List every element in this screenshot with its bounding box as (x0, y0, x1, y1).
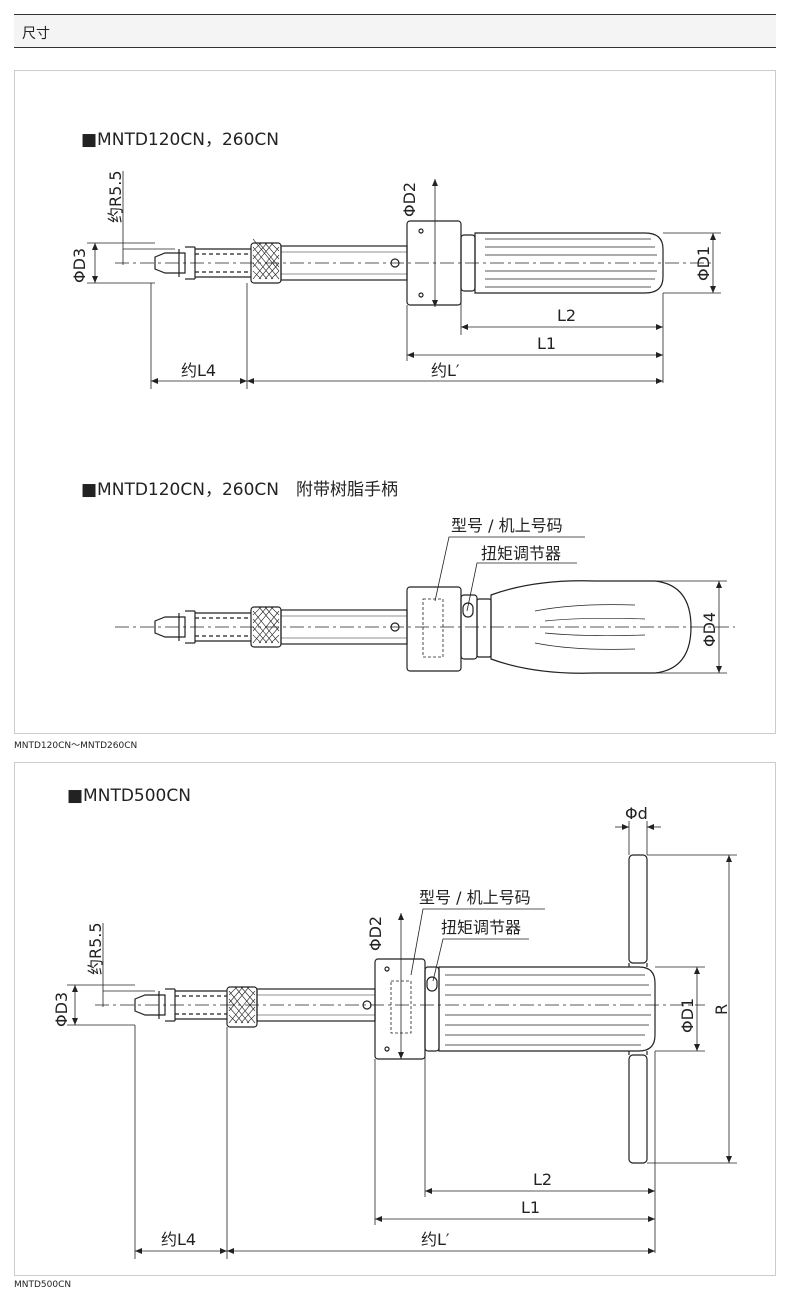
label-d2-c: ΦD2 (366, 916, 385, 951)
driver-drawing-b (115, 580, 735, 674)
section-title: 尺寸 (22, 26, 50, 42)
label-lprime-a: 约L′ (431, 361, 460, 380)
label-d1-a: ΦD1 (694, 246, 713, 281)
label-lprime-c: 约L′ (421, 1230, 450, 1249)
label-d4-b: ΦD4 (700, 612, 719, 647)
label-l4-a: 约L4 (181, 361, 216, 380)
label-r55-c: 约R5.5 (86, 922, 105, 975)
diagram-panel-mntd120-260: ■MNTD120CN，260CN (14, 70, 776, 734)
label-l2-a: L2 (557, 306, 576, 325)
title-mntd500: ■MNTD500CN (67, 786, 191, 806)
section-header: 尺寸 (14, 14, 776, 48)
label-d1-c: ΦD1 (678, 998, 697, 1033)
title-mntd120-260: ■MNTD120CN，260CN (81, 130, 279, 150)
label-torque-c: 扭矩调节器 (441, 918, 521, 937)
dimension-lines-c (67, 821, 737, 1259)
label-d3-c: ΦD3 (52, 992, 71, 1027)
label-d3-a: ΦD3 (70, 248, 89, 283)
driver-drawing-c (95, 854, 705, 1164)
diagram-panel-mntd500: ■MNTD500CN (14, 762, 776, 1276)
title-mntd120-260-resin: ■MNTD120CN，260CN 附带树脂手柄 (81, 480, 398, 500)
label-model-b: 型号 / 机上号码 (451, 516, 563, 535)
label-r55-a: 约R5.5 (106, 170, 125, 223)
label-l4-c: 约L4 (161, 1230, 196, 1249)
label-r-c: R (712, 1004, 731, 1015)
label-torque-b: 扭矩调节器 (481, 544, 561, 563)
diagram-mntd500: ■MNTD500CN (52, 786, 737, 1259)
label-l2-c: L2 (533, 1170, 552, 1189)
dimension-lines-b (434, 536, 727, 674)
label-model-c: 型号 / 机上号码 (419, 888, 531, 907)
label-dd-c: Φd (625, 804, 648, 823)
label-l1-a: L1 (537, 334, 556, 353)
dimension-lines-a (87, 171, 721, 389)
driver-drawing-a (115, 220, 715, 306)
caption-mntd120-260: MNTD120CN～MNTD260CN (14, 741, 138, 751)
caption-mntd500: MNTD500CN (14, 1280, 72, 1290)
label-d2-a: ΦD2 (400, 182, 419, 217)
diagram-mntd120-260: ■MNTD120CN，260CN (70, 130, 735, 674)
label-l1-c: L1 (521, 1198, 540, 1217)
